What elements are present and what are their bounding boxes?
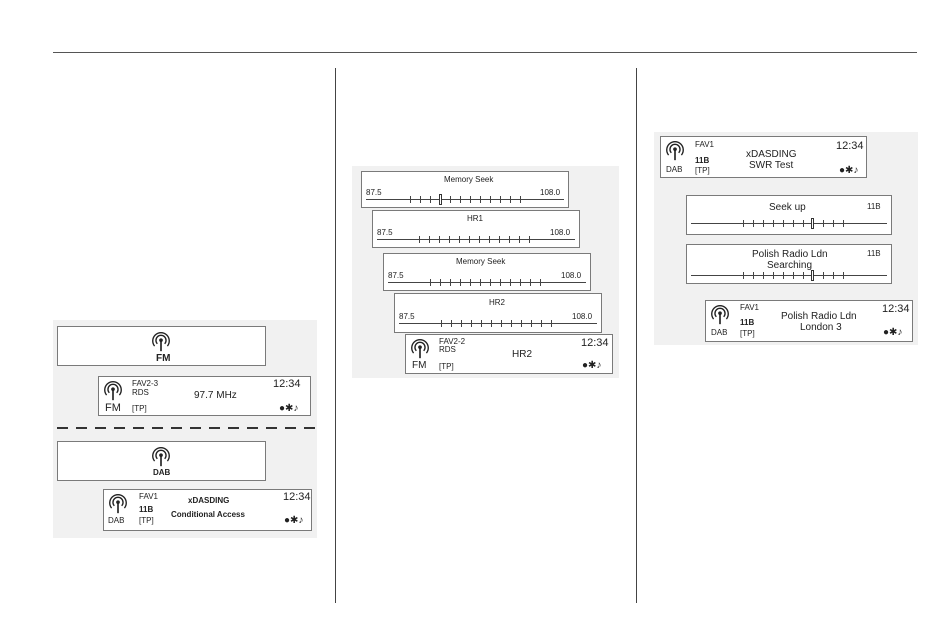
band-label: FM — [105, 402, 121, 414]
channel-label: 11B — [867, 249, 881, 258]
memory-seek-panel: Memory Seek 87.5 108.0 HR1 87.5 108.0 Me… — [352, 166, 619, 378]
antenna-icon — [150, 331, 172, 353]
seek-screen: HR1 87.5 108.0 — [372, 210, 580, 248]
scale-marker — [811, 218, 814, 229]
antenna-icon — [150, 446, 172, 468]
station-label: xDASDING — [188, 496, 230, 505]
seek-screen: Memory Seek 87.5 108.0 — [361, 171, 569, 208]
seek-title: Memory Seek — [444, 175, 494, 184]
scale-max: 108.0 — [561, 271, 582, 280]
station-line-1: Polish Radio Ldn — [752, 249, 828, 260]
dab-band-box[interactable]: DAB — [57, 441, 266, 481]
dab-seek-panel: DAB FAV1 11B [TP] xDASDING SWR Test 12:3… — [654, 132, 918, 345]
scale-max: 108.0 — [572, 312, 593, 321]
cd-bluetooth-music-icons: ●✱♪ — [284, 515, 304, 526]
scale-marker — [811, 270, 814, 281]
fm-band-box[interactable]: FM — [57, 326, 266, 366]
fm-radio-display: FM FAV2-2 RDS [TP] HR2 12:34 ●✱♪ — [405, 334, 613, 374]
seek-screen: HR2 87.5 108.0 — [394, 293, 602, 333]
cd-bluetooth-music-icons: ●✱♪ — [279, 403, 299, 414]
clock: 12:34 — [581, 337, 609, 349]
channel-label: 11B — [695, 156, 710, 165]
tp-label: [TP] — [139, 516, 154, 525]
seek-up-screen: Seek up 11B — [686, 195, 892, 235]
station-line-1: Polish Radio Ldn — [781, 311, 857, 322]
seek-title: HR2 — [489, 298, 506, 307]
favourite-label: FAV1 — [139, 492, 158, 501]
tp-label: [TP] — [695, 166, 710, 175]
frequency-label: 97.7 MHz — [194, 390, 237, 401]
seek-screen: Memory Seek 87.5 108.0 — [383, 253, 591, 291]
scale-max: 108.0 — [550, 228, 571, 237]
station-line-2: London 3 — [800, 322, 842, 333]
channel-label: 11B — [139, 505, 154, 514]
column-divider-1 — [335, 68, 336, 603]
searching-screen: Polish Radio Ldn Searching 11B — [686, 244, 892, 284]
cd-bluetooth-music-icons: ●✱♪ — [839, 165, 859, 176]
rds-label: RDS — [439, 345, 456, 354]
scale-min: 87.5 — [377, 228, 393, 237]
top-rule — [53, 52, 917, 53]
band-select-panel: FM FM FAV2-3 RDS [TP] 97.7 MHz 12:34 ●✱♪… — [53, 320, 317, 538]
scale-min: 87.5 — [366, 188, 382, 197]
band-label: FM — [412, 360, 427, 371]
dab-band-label: DAB — [153, 468, 171, 477]
antenna-icon — [409, 338, 431, 360]
channel-scale — [691, 270, 887, 282]
antenna-icon — [709, 304, 731, 326]
status-label: Conditional Access — [171, 510, 245, 519]
frequency-scale — [366, 194, 564, 206]
band-label: DAB — [711, 328, 728, 337]
station-line-2: SWR Test — [749, 160, 794, 171]
seek-title: Seek up — [769, 202, 806, 213]
favourite-label: FAV1 — [740, 303, 759, 312]
searching-label: Searching — [767, 260, 813, 271]
column-divider-2 — [636, 68, 637, 603]
antenna-icon — [102, 380, 124, 402]
clock: 12:34 — [273, 378, 301, 390]
tp-label: [TP] — [132, 404, 147, 413]
tp-label: [TP] — [740, 329, 755, 338]
dab-radio-display: DAB FAV1 11B [TP] Polish Radio Ldn Londo… — [705, 300, 913, 342]
scale-marker — [439, 194, 442, 205]
station-line-1: xDASDING — [746, 149, 797, 160]
scale-min: 87.5 — [388, 271, 404, 280]
clock: 12:34 — [882, 303, 910, 315]
favourite-label: FAV1 — [695, 140, 714, 149]
frequency-scale — [399, 318, 597, 330]
channel-label: 11B — [740, 318, 755, 327]
channel-scale — [691, 218, 887, 230]
seek-title: HR1 — [467, 214, 484, 223]
frequency-scale — [388, 277, 586, 289]
frequency-scale — [377, 234, 575, 246]
antenna-icon — [664, 140, 686, 162]
favourite-label: FAV2-3 — [132, 379, 159, 388]
channel-label: 11B — [867, 202, 881, 211]
seek-title: Memory Seek — [456, 257, 506, 266]
clock: 12:34 — [283, 491, 311, 503]
rds-label: RDS — [132, 388, 149, 397]
dab-radio-display: DAB FAV1 11B [TP] xDASDING Conditional A… — [103, 489, 312, 531]
favourite-label: FAV2-2 — [439, 337, 466, 346]
tp-label: [TP] — [439, 362, 454, 371]
antenna-icon — [107, 493, 129, 515]
station-label: HR2 — [512, 349, 533, 360]
cd-bluetooth-music-icons: ●✱♪ — [582, 360, 602, 371]
fm-band-label: FM — [156, 353, 171, 364]
band-label: DAB — [108, 516, 125, 525]
scale-max: 108.0 — [540, 188, 561, 197]
clock: 12:34 — [836, 140, 864, 152]
band-label: DAB — [666, 165, 683, 174]
scale-min: 87.5 — [399, 312, 415, 321]
dab-radio-display: DAB FAV1 11B [TP] xDASDING SWR Test 12:3… — [660, 136, 867, 178]
fm-radio-display: FM FAV2-3 RDS [TP] 97.7 MHz 12:34 ●✱♪ — [98, 376, 311, 416]
cd-bluetooth-music-icons: ●✱♪ — [883, 327, 903, 338]
